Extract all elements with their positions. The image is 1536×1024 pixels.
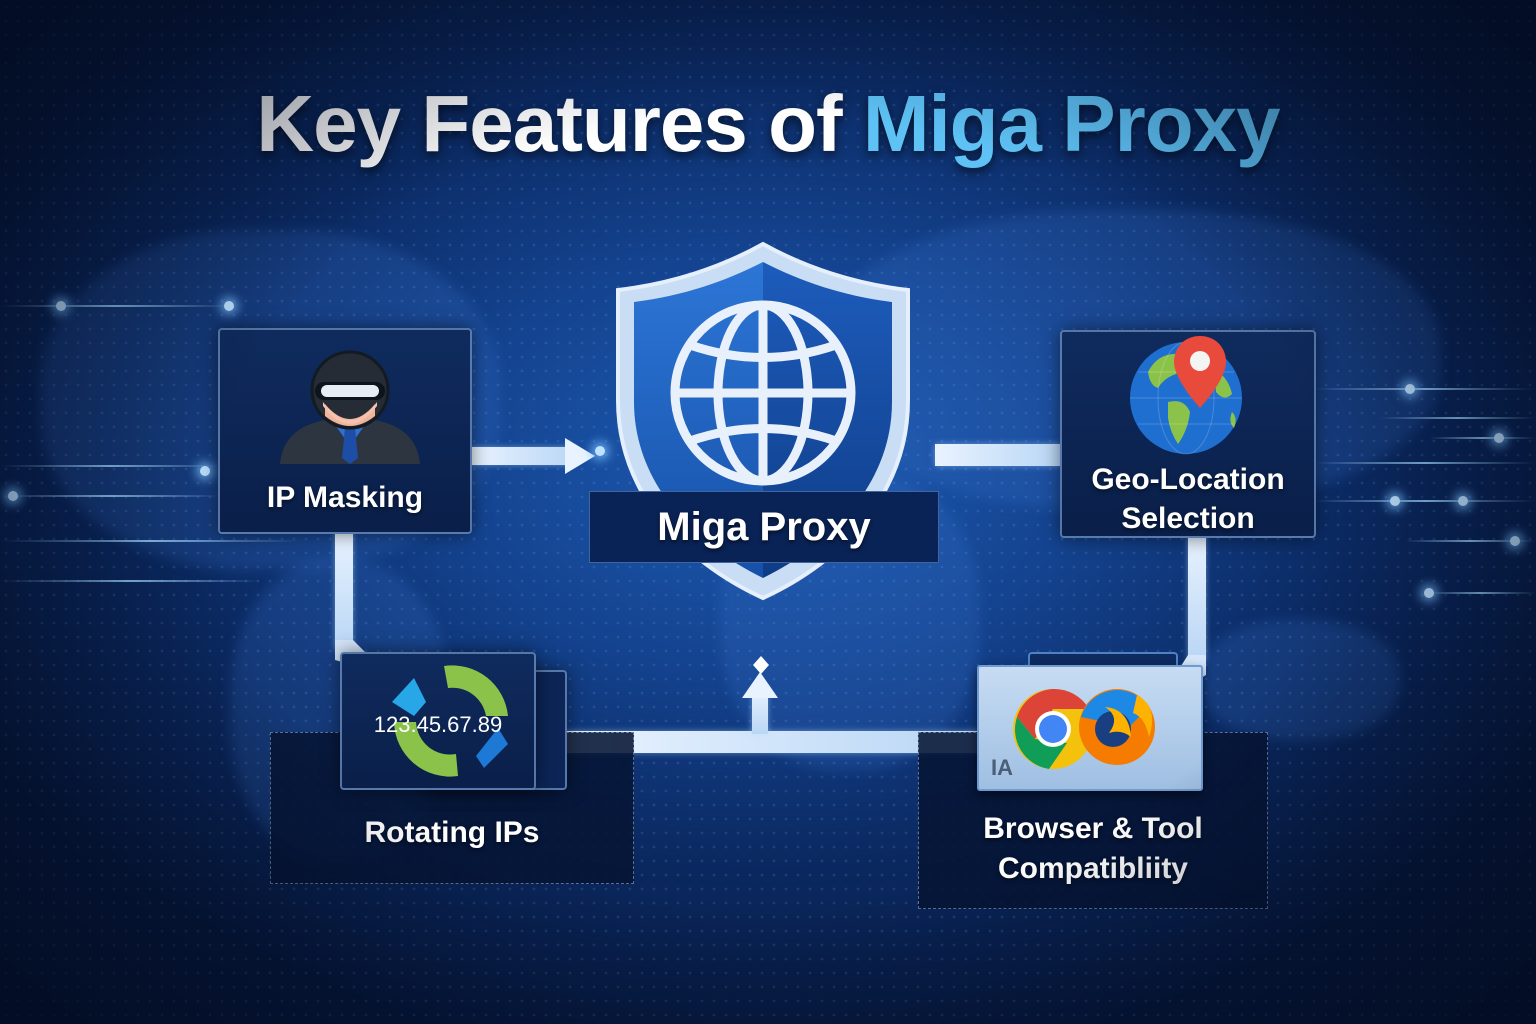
arrow-up-icon [742,672,778,698]
feature-label: IP Masking [266,481,424,514]
network-node [8,491,18,501]
feature-card-ip-masking[interactable]: IP Masking [218,328,472,534]
feature-card-geo-location[interactable]: Geo-Location Selection [1060,330,1316,538]
center-proxy-label: Miga Proxy [589,491,939,563]
network-line [0,540,300,542]
title-prefix: Key Features of [256,79,863,168]
network-line [1315,388,1536,390]
connector-ip-to-proxy [470,447,575,465]
network-node [1494,433,1504,443]
network-line [0,305,230,307]
network-line [0,465,220,467]
feature-label-line2: Compatibliity [997,852,1188,885]
network-node [1458,496,1468,506]
rotating-ips-card: 123.45.67.89 [340,652,536,790]
feature-label-line2: Selection [1121,502,1255,535]
feature-label: Rotating IPs [364,816,540,849]
title-accent: Miga Proxy [862,79,1281,168]
network-line [0,495,220,497]
browser-window: IA [977,665,1203,791]
browser-logos-icon [1013,688,1155,769]
diamond-node-icon [753,656,769,674]
masked-person-icon [280,350,420,464]
network-node [56,301,66,311]
network-node [595,446,605,456]
network-line [1380,417,1536,419]
connector-ip-to-rotating [335,530,353,650]
network-node [1405,384,1415,394]
network-node [224,301,234,311]
network-line [1315,500,1536,502]
network-line [1315,462,1536,464]
globe-location-pin-icon [1130,336,1242,455]
feature-label-line1: Geo-Location [1091,463,1285,496]
arrow-right-icon [565,438,595,474]
network-node [200,466,210,476]
network-line [1430,437,1536,439]
network-node [1510,536,1520,546]
connector-proxy-to-geo [935,444,1060,466]
network-node [1424,588,1434,598]
page-title: Key Features of Miga Proxy [0,78,1536,170]
ip-address-text: 123.45.67.89 [373,712,503,737]
browser-glyph: IA [991,755,1013,780]
feature-label-line1: Browser & Tool [983,812,1203,845]
connector-geo-to-browser [1188,532,1206,662]
network-node [1390,496,1400,506]
network-line [1425,592,1536,594]
network-line [0,580,260,582]
